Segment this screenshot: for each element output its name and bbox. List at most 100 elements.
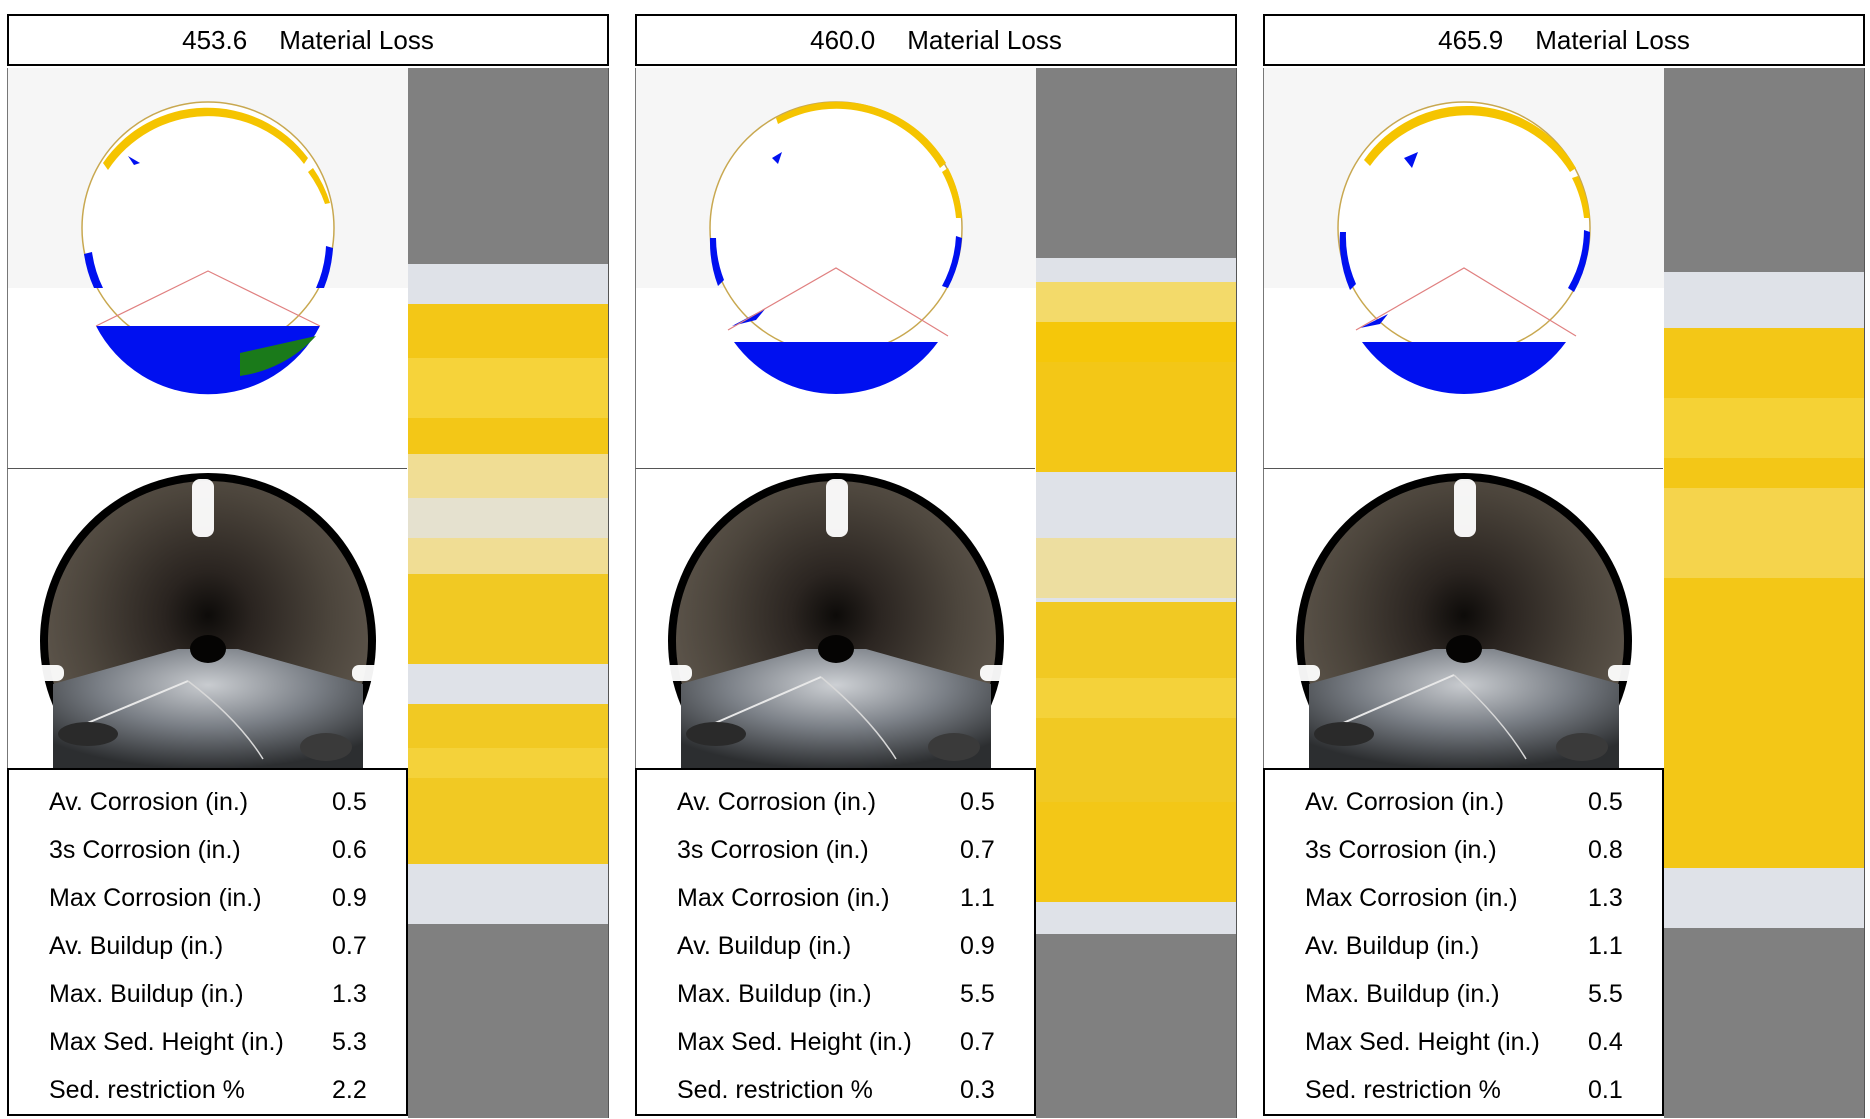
stats-table: Av. Corrosion (in.) 0.5 3s Corrosion (in.…	[7, 768, 408, 1116]
stat-row: Max Corrosion (in.) 1.1	[677, 878, 1017, 918]
stat-value: 0.5	[332, 788, 367, 816]
stat-label: Av. Corrosion (in.)	[49, 788, 249, 816]
stat-label: Max. Buildup (in.)	[49, 980, 244, 1008]
panel-position: 465.9	[1438, 24, 1504, 55]
stat-label: Max Corrosion (in.)	[49, 884, 262, 912]
panel-title: Material Loss	[907, 24, 1062, 55]
stat-label: Av. Corrosion (in.)	[1305, 788, 1505, 816]
panel-title: Material Loss	[279, 24, 434, 55]
stat-row: Max Sed. Height (in.) 0.7	[677, 1022, 1017, 1062]
stats-table: Av. Corrosion (in.) 0.5 3s Corrosion (in.…	[635, 768, 1036, 1116]
stat-value: 5.3	[332, 1028, 367, 1056]
panel-position: 460.0	[810, 24, 876, 55]
debris-region	[240, 336, 316, 376]
stat-value: 0.3	[960, 1076, 995, 1104]
profile-panel-465-9: 465.9 Material Loss	[1263, 14, 1867, 1118]
stat-row: Sed. restriction % 0.3	[677, 1070, 1017, 1110]
stat-value: 2.2	[332, 1076, 367, 1104]
stat-row: Max Sed. Height (in.) 0.4	[1305, 1022, 1645, 1062]
stat-value: 0.7	[332, 932, 367, 960]
stat-value: 5.5	[1588, 980, 1623, 1008]
stat-label: Max Corrosion (in.)	[1305, 884, 1518, 912]
panel-title: Material Loss	[1535, 24, 1690, 55]
corrosion-region	[1364, 105, 1576, 172]
stat-value: 0.1	[1588, 1076, 1623, 1104]
stat-row: Av. Corrosion (in.) 0.5	[49, 782, 389, 822]
stat-value: 0.8	[1588, 836, 1623, 864]
stat-row: Max. Buildup (in.) 1.3	[49, 974, 389, 1014]
fisheye-camera-image	[7, 468, 407, 768]
stat-label: Av. Buildup (in.)	[49, 932, 224, 960]
stat-row: Av. Buildup (in.) 1.1	[1305, 926, 1645, 966]
stat-value: 0.7	[960, 1028, 995, 1056]
profile-panel-453-6: 453.6 Material Loss	[7, 14, 611, 1118]
sediment-region	[1362, 342, 1566, 395]
buildup-region	[84, 252, 103, 288]
stat-row: Av. Buildup (in.) 0.7	[49, 926, 389, 966]
stat-row: Av. Buildup (in.) 0.9	[677, 926, 1017, 966]
stat-value: 5.5	[960, 980, 995, 1008]
stat-value: 0.9	[960, 932, 995, 960]
stat-row: Max Corrosion (in.) 0.9	[49, 878, 389, 918]
stat-row: Sed. restriction % 0.1	[1305, 1070, 1645, 1110]
pipe-cross-section-diagram	[635, 68, 1036, 468]
panel-header: 453.6 Material Loss	[7, 14, 609, 66]
stat-value: 0.9	[332, 884, 367, 912]
stat-label: Max Sed. Height (in.)	[49, 1028, 284, 1056]
stat-label: Max Corrosion (in.)	[677, 884, 890, 912]
stat-value: 0.5	[1588, 788, 1623, 816]
stat-label: 3s Corrosion (in.)	[677, 836, 869, 864]
stat-value: 0.6	[332, 836, 367, 864]
buildup-region	[772, 152, 782, 164]
stat-row: Av. Corrosion (in.) 0.5	[677, 782, 1017, 822]
panel-position: 453.6	[182, 24, 248, 55]
stat-label: 3s Corrosion (in.)	[1305, 836, 1497, 864]
stat-value: 1.1	[1588, 932, 1623, 960]
panel-header: 465.9 Material Loss	[1263, 14, 1865, 66]
stat-value: 0.4	[1588, 1028, 1623, 1056]
fisheye-camera-image	[1263, 468, 1663, 768]
stat-label: Max Sed. Height (in.)	[1305, 1028, 1540, 1056]
stat-value: 1.3	[1588, 884, 1623, 912]
stat-label: Av. Corrosion (in.)	[677, 788, 877, 816]
profile-line	[727, 267, 949, 337]
stat-label: Max. Buildup (in.)	[1305, 980, 1500, 1008]
pipe-cross-section-diagram	[1263, 68, 1664, 468]
sediment-region	[734, 342, 938, 395]
stat-label: Max Sed. Height (in.)	[677, 1028, 912, 1056]
stat-label: Av. Buildup (in.)	[677, 932, 852, 960]
profile-line	[1355, 267, 1577, 337]
stat-row: Max Sed. Height (in.) 5.3	[49, 1022, 389, 1062]
stat-row: Max. Buildup (in.) 5.5	[677, 974, 1017, 1014]
stat-label: Av. Buildup (in.)	[1305, 932, 1480, 960]
buildup-region	[1404, 152, 1418, 168]
stat-label: Sed. restriction %	[49, 1076, 245, 1104]
stat-row: 3s Corrosion (in.) 0.6	[49, 830, 389, 870]
stat-value: 0.7	[960, 836, 995, 864]
stat-row: 3s Corrosion (in.) 0.7	[677, 830, 1017, 870]
stat-row: Max. Buildup (in.) 5.5	[1305, 974, 1645, 1014]
fisheye-camera-image	[635, 468, 1035, 768]
stat-label: Max. Buildup (in.)	[677, 980, 872, 1008]
stat-value: 0.5	[960, 788, 995, 816]
corrosion-region	[103, 107, 308, 170]
stats-table: Av. Corrosion (in.) 0.5 3s Corrosion (in.…	[1263, 768, 1664, 1116]
stat-value: 1.1	[960, 884, 995, 912]
corrosion-region	[776, 101, 946, 168]
stat-label: 3s Corrosion (in.)	[49, 836, 241, 864]
stat-row: Sed. restriction % 2.2	[49, 1070, 389, 1110]
stat-label: Sed. restriction %	[1305, 1076, 1501, 1104]
sediment-region	[96, 326, 320, 395]
unwrapped-corrosion-strip	[1664, 68, 1865, 1118]
stat-value: 1.3	[332, 980, 367, 1008]
stat-row: 3s Corrosion (in.) 0.8	[1305, 830, 1645, 870]
profile-panel-460-0: 460.0 Material Loss	[635, 14, 1239, 1118]
profile-line	[95, 270, 321, 327]
pipe-cross-section-diagram	[7, 68, 408, 468]
unwrapped-corrosion-strip	[1036, 68, 1237, 1118]
panel-header: 460.0 Material Loss	[635, 14, 1237, 66]
stat-label: Sed. restriction %	[677, 1076, 873, 1104]
stat-row: Av. Corrosion (in.) 0.5	[1305, 782, 1645, 822]
stat-row: Max Corrosion (in.) 1.3	[1305, 878, 1645, 918]
unwrapped-corrosion-strip	[408, 68, 609, 1118]
